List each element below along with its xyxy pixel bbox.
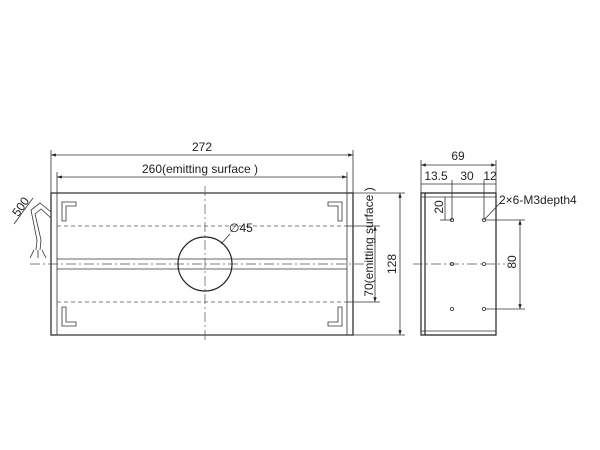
cable-length-dimension [13, 197, 34, 225]
top-offset-label: 20 [432, 200, 446, 214]
cable-tip-1 [29, 249, 35, 259]
corner-bracket-bottom-left [61, 306, 77, 327]
hole-leader [220, 233, 231, 245]
corner-bracket-top-right [327, 201, 343, 222]
corner-bracket-top-left [61, 201, 77, 222]
cable-tip-3 [41, 249, 47, 259]
cable-length-label: 500 [9, 194, 32, 219]
cable [30, 202, 52, 251]
corner-bracket-bottom-right [327, 306, 343, 327]
emitting-height-label: 70(emitting surface ) [362, 187, 376, 296]
side-view: 69 13.5 30 12 20 2×6-M3depth4 80 [413, 149, 577, 336]
offset-a-label: 13.5 [424, 169, 448, 183]
hole-diameter-label: ∅45 [229, 221, 253, 235]
screw-leader [484, 202, 501, 220]
offset-b-label: 30 [460, 169, 474, 183]
emitting-width-label: 260(emitting surface ) [142, 162, 258, 176]
side-hole-bottom-left [449, 306, 454, 311]
side-hole-bottom-right [481, 306, 486, 311]
overall-height-label: 128 [385, 254, 399, 274]
overall-width-label: 272 [192, 140, 212, 154]
front-view: ∅45 272 260(emitting surface ) 70(emitti… [9, 140, 405, 342]
offset-c-label: 12 [483, 169, 497, 183]
side-housing-outline [420, 192, 497, 336]
center-hole [177, 236, 233, 292]
depth-label: 69 [451, 149, 465, 163]
hole-spacing-label: 80 [505, 255, 519, 269]
screw-label: 2×6-M3depth4 [499, 193, 577, 207]
cable-outer [34, 208, 52, 251]
